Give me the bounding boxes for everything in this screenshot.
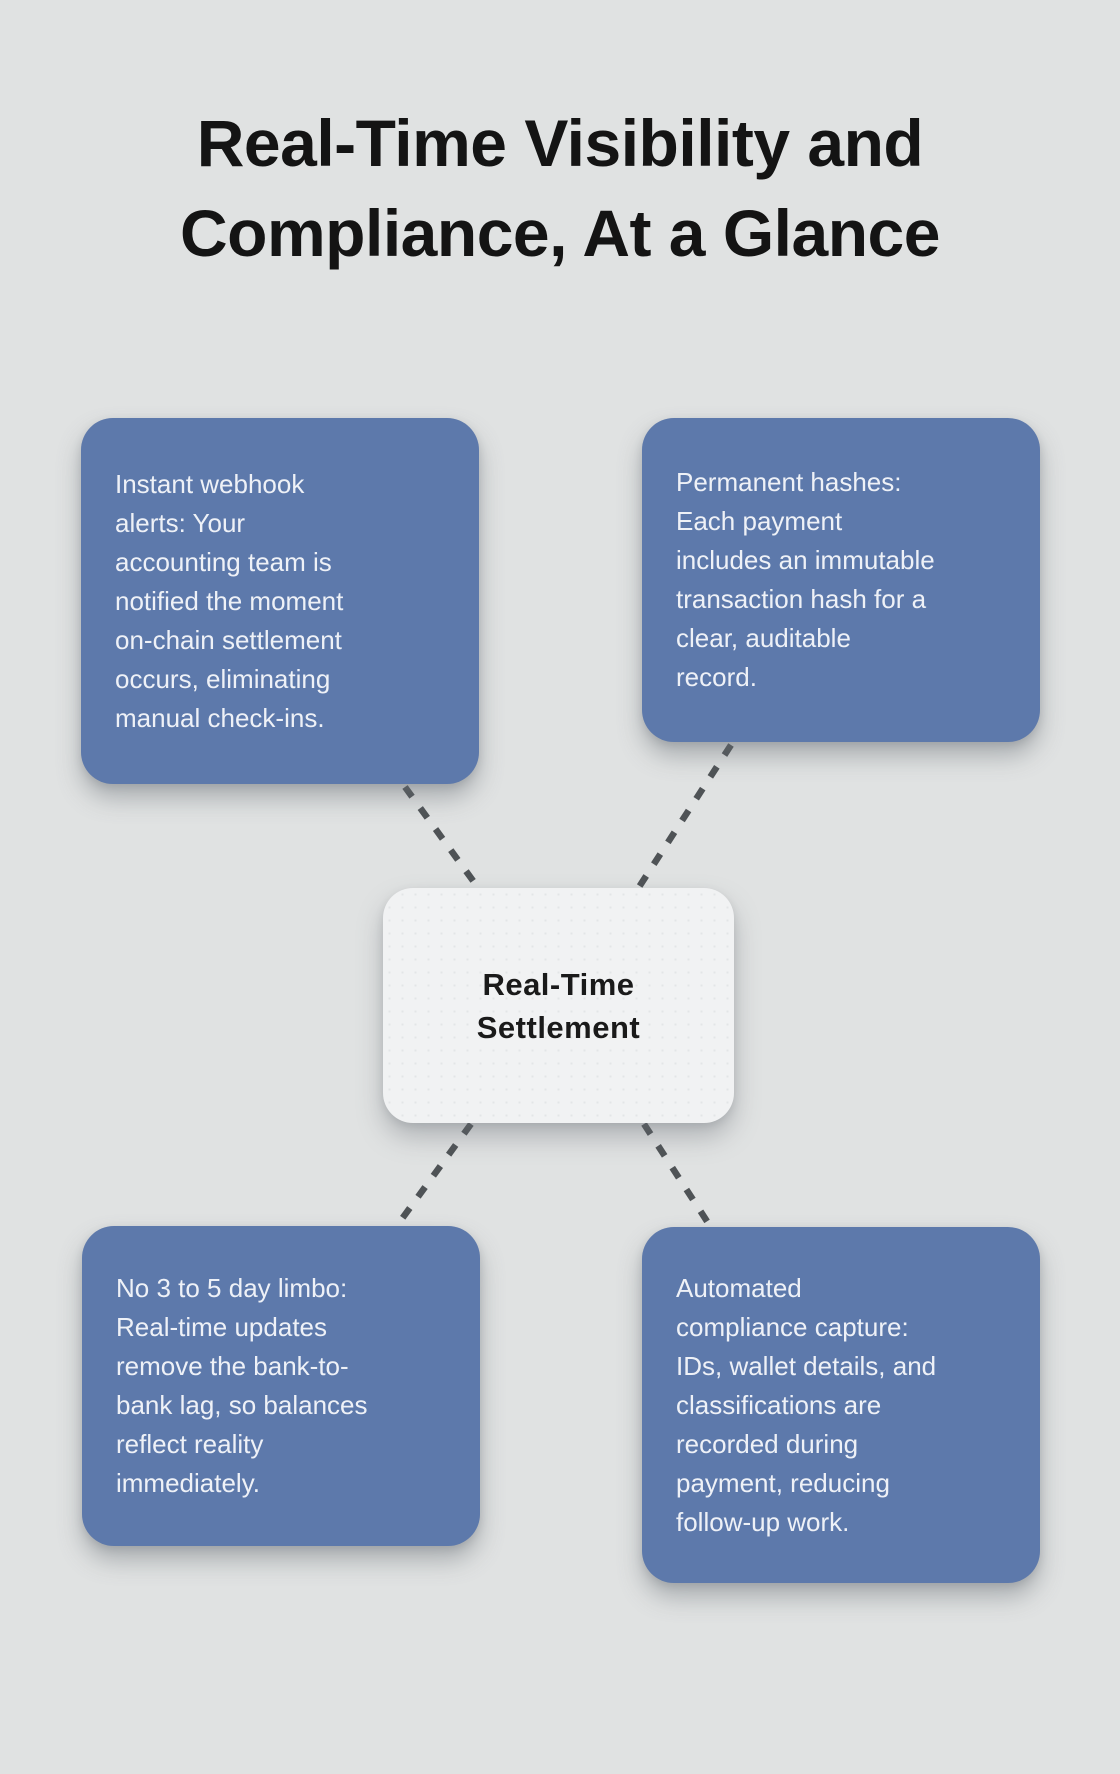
- feature-card-top-right: Permanent hashes: Each payment includes …: [642, 418, 1040, 742]
- page-title: Real-Time Visibility and Compliance, At …: [180, 106, 940, 270]
- feature-card-bottom-right: Automated compliance capture: IDs, walle…: [642, 1227, 1040, 1583]
- feature-card-top-left-text: Instant webhook alerts: Your accounting …: [115, 468, 344, 733]
- feature-card-bottom-left-text: No 3 to 5 day limbo: Real-time updates r…: [116, 1273, 368, 1498]
- center-node-label: Real-Time Settlement: [476, 966, 641, 1045]
- feature-card-bottom-left: No 3 to 5 day limbo: Real-time updates r…: [82, 1226, 480, 1546]
- connector-top-left: [402, 785, 482, 891]
- connector-bottom-left: [393, 1122, 474, 1229]
- center-node: Real-Time Settlement: [383, 888, 734, 1123]
- feature-card-top-left: Instant webhook alerts: Your accounting …: [81, 418, 479, 784]
- feature-card-top-right-text: Permanent hashes: Each payment includes …: [676, 467, 935, 692]
- feature-card-bottom-right-text: Automated compliance capture: IDs, walle…: [676, 1272, 937, 1537]
- connector-top-right: [636, 743, 734, 889]
- connector-bottom-right: [641, 1122, 715, 1231]
